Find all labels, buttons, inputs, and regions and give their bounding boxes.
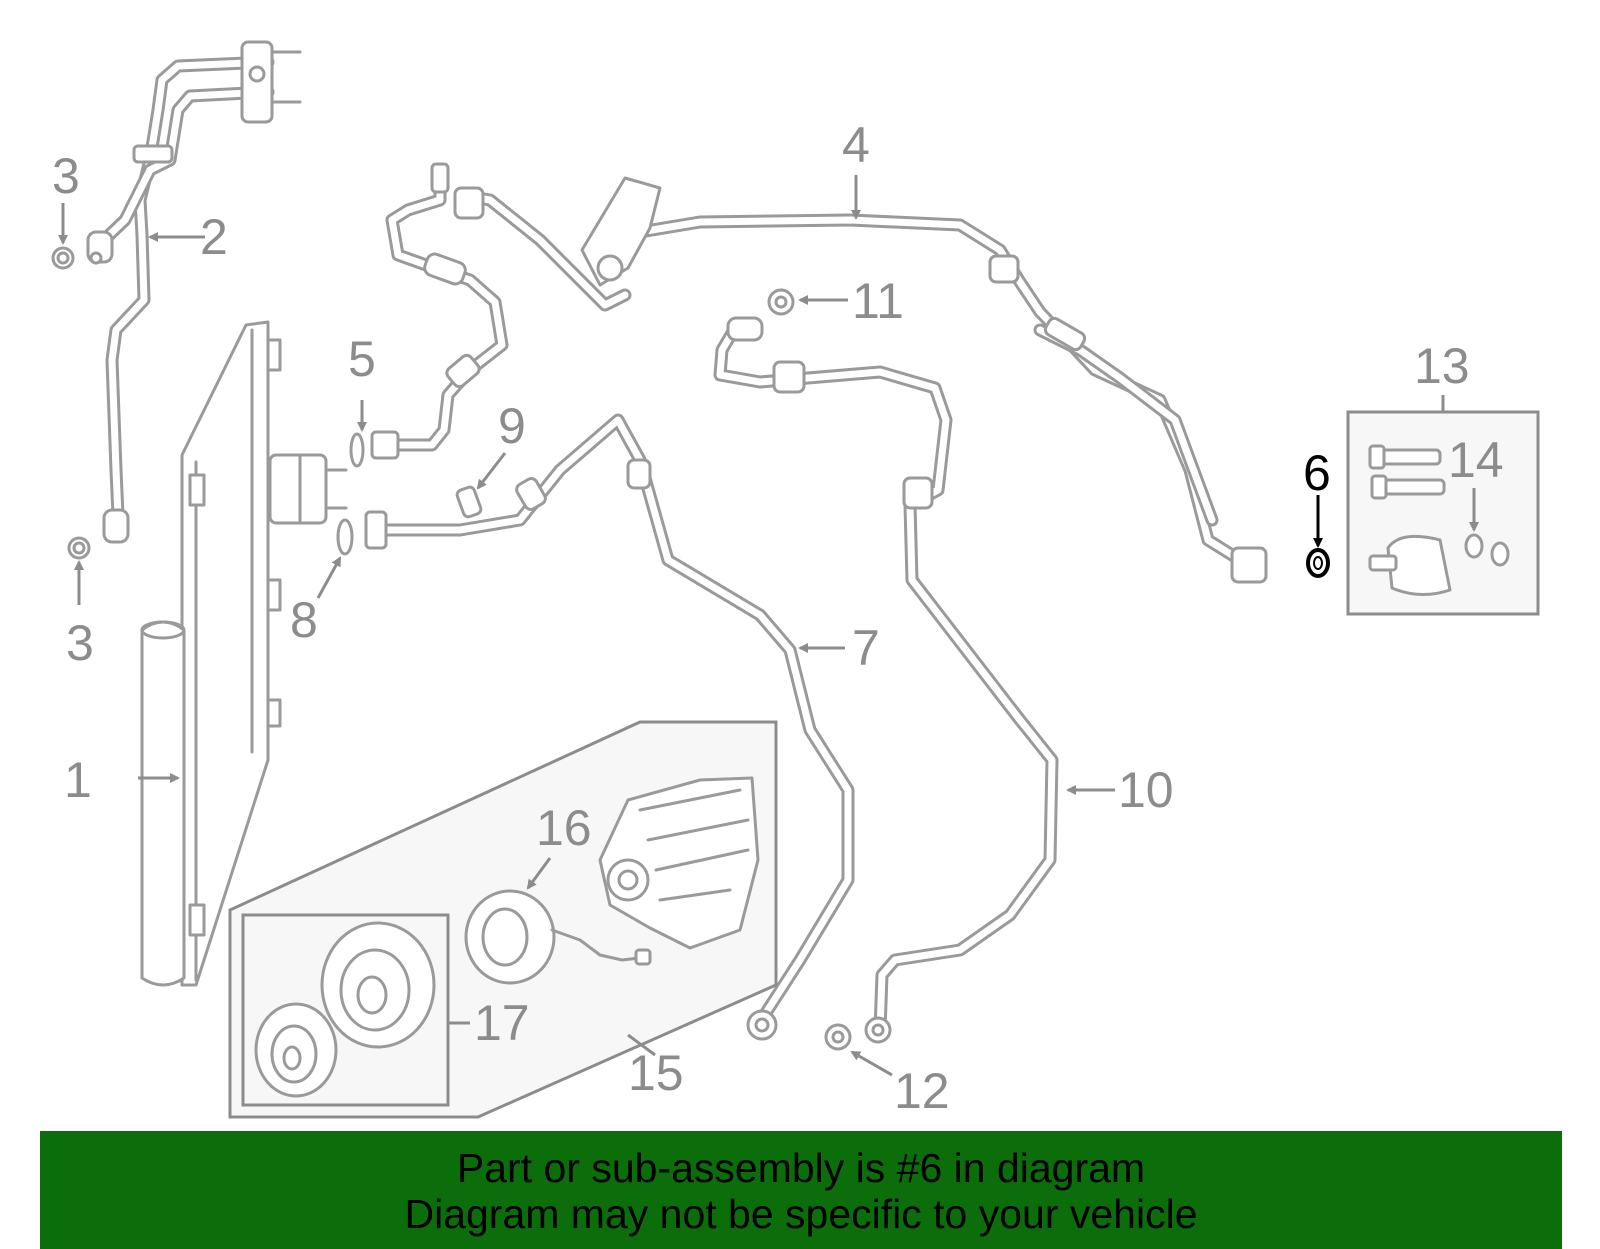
part-13-kit-box (1346, 410, 1540, 616)
callout-12: 12 (894, 1063, 950, 1119)
part-15-compressor-box (228, 720, 778, 1119)
part-10-line (713, 316, 1059, 1044)
part-11-seal (767, 288, 795, 316)
part-5-seal (349, 432, 365, 468)
callout-11: 11 (852, 273, 904, 329)
callout-3-upper: 3 (52, 148, 80, 204)
part-16-compressor (598, 776, 760, 950)
callout-15: 15 (628, 1045, 684, 1101)
part-3-seal-lower (67, 536, 91, 560)
part-4-line (370, 162, 1268, 584)
part-3-seal-upper (51, 246, 75, 270)
callout-10: 10 (1118, 762, 1174, 818)
callout-3-lower: 3 (66, 615, 94, 671)
callout-17: 17 (474, 995, 530, 1051)
info-banner: Part or sub-assembly is #6 in diagram Di… (40, 1131, 1562, 1249)
part-9-sensor (455, 485, 483, 519)
callout-7: 7 (852, 620, 880, 676)
callout-13: 13 (1414, 338, 1470, 394)
callout-6: 6 (1303, 445, 1331, 501)
callout-5: 5 (348, 331, 376, 387)
banner-line-1: Part or sub-assembly is #6 in diagram (456, 1145, 1146, 1191)
callout-4: 4 (842, 117, 870, 173)
part-2-pipe (86, 40, 302, 544)
part-12-seal (824, 1023, 852, 1051)
part-1-condenser (140, 320, 348, 987)
clutch-coil (464, 889, 652, 985)
part-8-seal (336, 518, 354, 556)
callout-8: 8 (290, 592, 318, 648)
callout-9: 9 (498, 398, 526, 454)
callout-16: 16 (536, 800, 592, 856)
part-17-clutch (254, 921, 436, 1098)
banner-line-2: Diagram may not be specific to your vehi… (404, 1191, 1198, 1237)
part-6-seal (1306, 548, 1330, 578)
callout-1: 1 (64, 752, 92, 808)
callout-2: 2 (200, 209, 228, 265)
callout-14: 14 (1448, 432, 1504, 488)
part-7-line (364, 413, 855, 1041)
